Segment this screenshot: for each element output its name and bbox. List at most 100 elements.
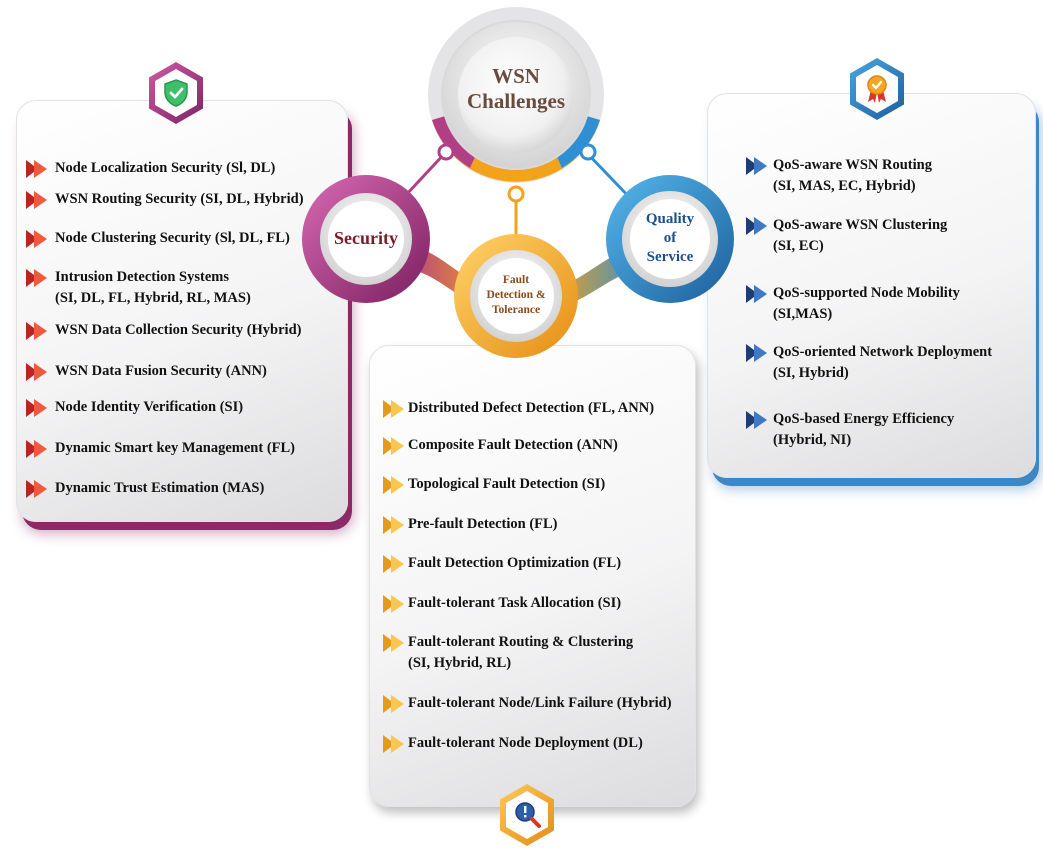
bullet-arrow-icon <box>383 634 405 652</box>
bullet-arrow-icon <box>746 411 768 429</box>
security-item: Dynamic Smart key Management (FL) <box>55 439 295 458</box>
qos-item: QoS-based Energy Efficiency (Hybrid, NI) <box>773 410 954 450</box>
security-label: Security <box>334 228 398 248</box>
fault-circle <box>454 234 578 358</box>
qos-label-line3: Service <box>646 249 694 265</box>
fault-label-line1: Fault <box>502 274 530 286</box>
bullet-arrow-icon <box>26 440 48 458</box>
bullet-arrow-icon <box>26 363 48 381</box>
bullet-arrow-icon <box>383 735 405 753</box>
security-item-text: Node Clustering Security (Sl, DL, FL) <box>55 230 290 246</box>
security-item: Node Clustering Security (Sl, DL, FL) <box>55 229 290 248</box>
fault-label: Fault Detection & Tolerance <box>480 273 552 318</box>
fault-item-text: Fault-tolerant Routing & Clustering <box>408 634 634 650</box>
fault-item-text: Composite Fault Detection (ANN) <box>408 437 618 453</box>
fault-item: Composite Fault Detection (ANN) <box>408 436 618 455</box>
bullet-arrow-icon <box>26 480 48 498</box>
fault-item-text: Fault Detection Optimization (FL) <box>408 555 622 571</box>
fault-label-line2: Detection & <box>486 289 546 301</box>
qos-item-text: (SI,MAS) <box>773 306 833 322</box>
fault-item: Distributed Defect Detection (FL, ANN) <box>408 399 654 418</box>
security-item-text: WSN Data Fusion Security (ANN) <box>55 363 267 379</box>
fault-item-text: Fault-tolerant Node Deployment (DL) <box>408 735 643 751</box>
center-title: WSN Challenges <box>460 64 572 114</box>
qos-item-text: (Hybrid, NI) <box>773 432 852 448</box>
award-ribbon-icon <box>867 75 887 103</box>
security-badge <box>149 62 203 124</box>
security-item: WSN Data Collection Security (Hybrid) <box>55 321 301 340</box>
fault-item: Fault-tolerant Routing & Clustering (SI, … <box>408 633 633 673</box>
center-title-line1: WSN <box>492 64 540 88</box>
fault-item: Pre-fault Detection (FL) <box>408 515 558 534</box>
bullet-arrow-icon <box>26 230 48 248</box>
fault-item: Fault Detection Optimization (FL) <box>408 554 621 573</box>
qos-badge <box>850 58 904 120</box>
security-item-text: WSN Data Collection Security (Hybrid) <box>55 322 302 338</box>
fault-item-text: Topological Fault Detection (SI) <box>408 476 606 492</box>
bullet-arrow-icon <box>26 160 48 178</box>
bullet-arrow-icon <box>746 344 768 362</box>
security-item-text: Intrusion Detection Systems <box>55 269 229 285</box>
bullet-arrow-icon <box>746 285 768 303</box>
qos-item-text: (SI, MAS, EC, Hybrid) <box>773 178 916 194</box>
fault-item-text: (SI, Hybrid, RL) <box>408 655 512 671</box>
qos-circle <box>606 175 734 303</box>
qos-item-text: QoS-oriented Network Deployment <box>773 344 993 360</box>
bullet-arrow-icon <box>746 217 768 235</box>
security-item-text: Node Identity Verification (SI) <box>55 399 244 415</box>
qos-label: Quality of Service <box>632 210 708 267</box>
magnifier-alert-icon <box>515 802 541 828</box>
qos-item: QoS-supported Node Mobility (SI,MAS) <box>773 284 960 324</box>
security-item: Dynamic Trust Estimation (MAS) <box>55 479 264 498</box>
fault-item: Fault-tolerant Task Allocation (SI) <box>408 594 621 613</box>
security-item-text: WSN Routing Security (SI, DL, Hybrid) <box>55 191 304 207</box>
shield-check-icon <box>164 79 188 107</box>
bullet-arrow-icon <box>26 322 48 340</box>
qos-item-text: (SI, Hybrid) <box>773 365 849 381</box>
qos-item-text: (SI, EC) <box>773 238 824 254</box>
qos-item-text: QoS-based Energy Efficiency <box>773 411 955 427</box>
qos-item-text: QoS-aware WSN Clustering <box>773 217 948 233</box>
qos-item: QoS-oriented Network Deployment (SI, Hybr… <box>773 343 992 383</box>
fault-item: Fault-tolerant Node Deployment (DL) <box>408 734 643 753</box>
bullet-arrow-icon <box>383 695 405 713</box>
bullet-arrow-icon <box>383 400 405 418</box>
center-title-line2: Challenges <box>466 89 565 113</box>
qos-item-text: QoS-aware WSN Routing <box>773 157 932 173</box>
bullet-arrow-icon <box>26 191 48 209</box>
qos-label-line1: Quality <box>645 211 695 227</box>
fault-item-text: Fault-tolerant Node/Link Failure (Hybrid… <box>408 695 672 711</box>
bullet-arrow-icon <box>746 157 768 175</box>
security-item-text: Dynamic Smart key Management (FL) <box>55 440 296 456</box>
bullet-arrow-icon <box>26 399 48 417</box>
qos-item-text: QoS-supported Node Mobility <box>773 285 960 301</box>
bullet-arrow-icon <box>383 555 405 573</box>
security-item-text: Dynamic Trust Estimation (MAS) <box>55 480 265 496</box>
security-item: WSN Routing Security (SI, DL, Hybrid) <box>55 190 304 209</box>
fault-label-line3: Tolerance <box>491 304 541 316</box>
security-panel <box>16 100 348 522</box>
bullet-arrow-icon <box>383 595 405 613</box>
fault-item-text: Pre-fault Detection (FL) <box>408 516 558 532</box>
qos-item: QoS-aware WSN Clustering (SI, EC) <box>773 216 947 256</box>
fault-item: Fault-tolerant Node/Link Failure (Hybrid… <box>408 694 672 713</box>
security-item: Node Identity Verification (SI) <box>55 398 243 417</box>
bullet-arrow-icon <box>26 269 48 287</box>
wsn-challenges-circle <box>428 7 604 183</box>
bullet-arrow-icon <box>383 476 405 494</box>
security-item-text: (SI, DL, FL, Hybrid, RL, MAS) <box>55 290 251 306</box>
fault-item-text: Fault-tolerant Task Allocation (SI) <box>408 595 622 611</box>
bullet-arrow-icon <box>383 437 405 455</box>
security-item-text: Node Localization Security (Sl, DL) <box>55 160 276 176</box>
fault-item-text: Distributed Defect Detection (FL, ANN) <box>408 400 655 416</box>
fault-item: Topological Fault Detection (SI) <box>408 475 605 494</box>
security-item: WSN Data Fusion Security (ANN) <box>55 362 267 381</box>
qos-item: QoS-aware WSN Routing (SI, MAS, EC, Hybri… <box>773 156 932 196</box>
security-item: Intrusion Detection Systems (SI, DL, FL, … <box>55 268 251 308</box>
bullet-arrow-icon <box>383 516 405 534</box>
security-item: Node Localization Security (Sl, DL) <box>55 159 275 178</box>
security-circle <box>302 175 430 303</box>
qos-label-line2: of <box>663 230 677 246</box>
